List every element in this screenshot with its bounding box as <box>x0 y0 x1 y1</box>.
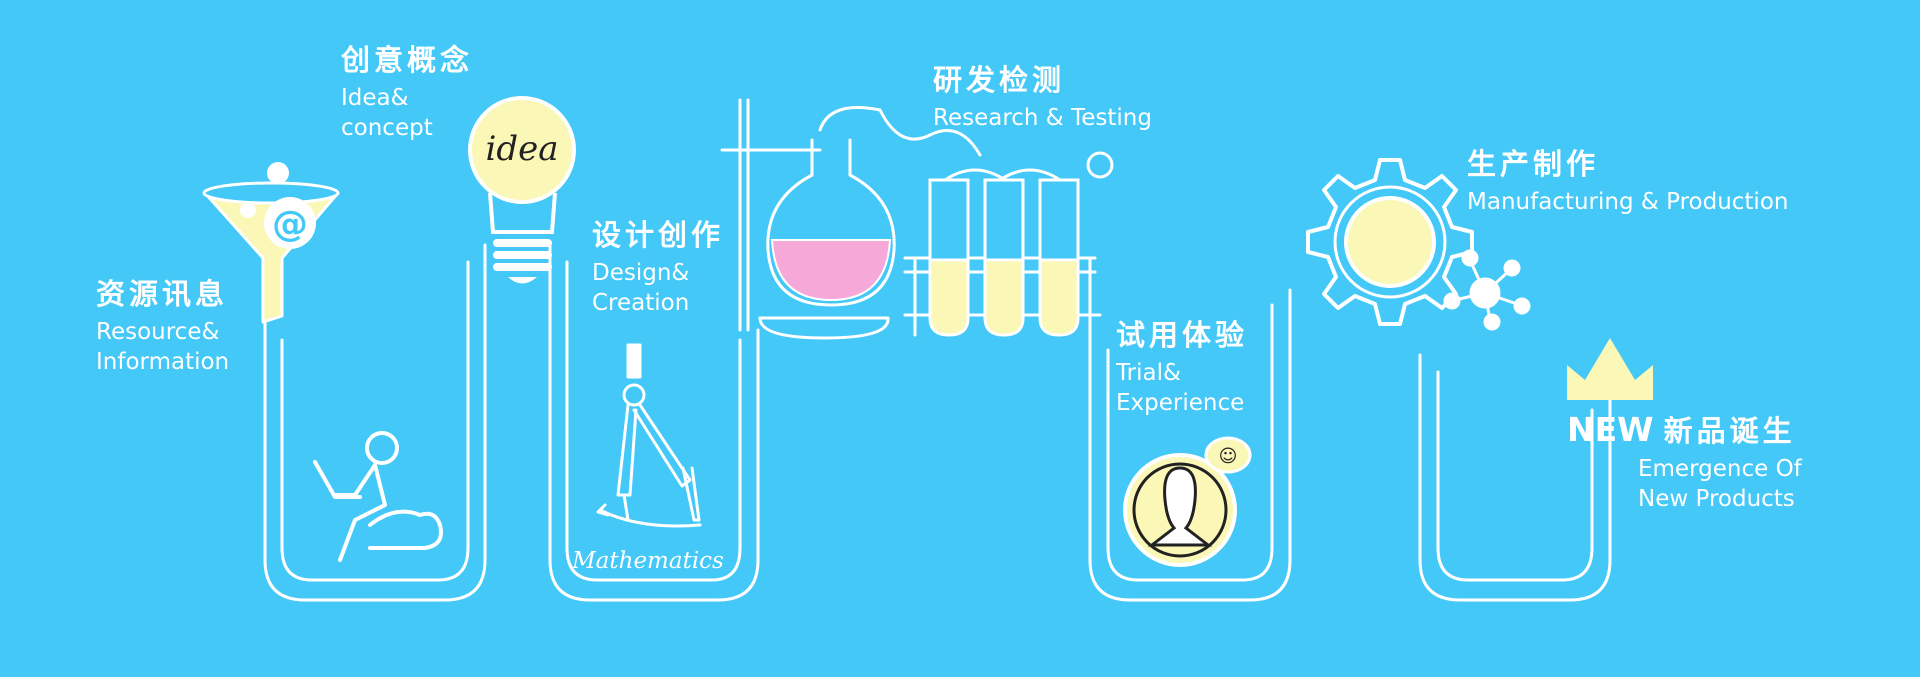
stage-resource-subtitle-line1: Resource& <box>96 319 220 345</box>
stage-trial-title: 试用体验 <box>1116 318 1249 352</box>
user-avatar-icon: ☺ <box>1123 436 1252 567</box>
test-tubes <box>928 168 1080 337</box>
stage-resource-subtitle: Resource& Information <box>96 317 229 377</box>
bulb-idea-label: idea <box>485 129 558 169</box>
lightbulb-icon: idea <box>468 96 576 284</box>
gear-icon <box>1306 158 1474 326</box>
stage-design-title: 设计创作 <box>592 218 725 252</box>
stage-trial-subtitle-line1: Trial& <box>1116 360 1181 386</box>
stage-new-badge: NEW <box>1567 410 1654 449</box>
stage-manufacturing-subtitle: Manufacturing & Production <box>1467 187 1788 217</box>
person-laptop-icon <box>313 431 443 562</box>
stage-design-subtitle-line1: Design& <box>592 260 690 286</box>
crown-icon <box>1567 338 1653 400</box>
svg-text:@: @ <box>272 204 308 245</box>
stage-trial-subtitle-line2: Experience <box>1116 390 1245 416</box>
lab-equipment-icon <box>720 98 982 340</box>
stage-idea: 创意概念 Idea& concept <box>341 43 473 143</box>
stage-resource: 资源讯息 Resource& Information <box>96 277 229 377</box>
stage-trial-subtitle: Trial& Experience <box>1116 358 1248 418</box>
stage-new-subtitle: Emergence Of New Products <box>1638 454 1802 514</box>
stage-manufacturing-title: 生产制作 <box>1467 147 1600 181</box>
stage-trial: 试用体验 Trial& Experience <box>1116 318 1248 418</box>
stage-resource-subtitle-line2: Information <box>96 349 230 375</box>
stage-idea-subtitle: Idea& concept <box>341 83 473 143</box>
stage-manufacturing: 生产制作 Manufacturing & Production <box>1467 147 1788 217</box>
stage-new: NEW 新品诞生 Emergence Of New Products <box>1567 413 1802 514</box>
stage-idea-subtitle-line1: Idea& <box>341 85 409 111</box>
stage-design-subtitle-line2: Creation <box>592 290 690 316</box>
stage-new-title-text: 新品诞生 <box>1663 414 1796 448</box>
stage-research: 研发检测 Research & Testing <box>933 63 1152 133</box>
funnel-at-icon: @ <box>202 162 340 324</box>
stage-manufacturing-subtitle-line1: Manufacturing & Production <box>1467 189 1789 215</box>
network-nodes-icon <box>1443 249 1531 331</box>
stage-research-subtitle: Research & Testing <box>933 103 1152 133</box>
compass-mathematics-label: Mathematics <box>571 548 724 574</box>
stage-new-subtitle-line1: Emergence Of <box>1638 456 1802 482</box>
stage-new-subtitle-line2: New Products <box>1638 486 1795 512</box>
stage-design-subtitle: Design& Creation <box>592 258 724 318</box>
stage-resource-title: 资源讯息 <box>96 277 229 311</box>
stage-research-title: 研发检测 <box>933 63 1066 97</box>
compass-icon <box>596 343 702 528</box>
stage-research-subtitle-line1: Research & Testing <box>933 105 1152 131</box>
stage-new-title: NEW 新品诞生 <box>1567 410 1802 449</box>
process-tube <box>263 243 1612 602</box>
stage-design: 设计创作 Design& Creation <box>592 218 724 318</box>
svg-text:☺: ☺ <box>1219 446 1238 467</box>
stage-idea-title: 创意概念 <box>341 43 474 77</box>
stage-idea-subtitle-line2: concept <box>341 115 433 141</box>
